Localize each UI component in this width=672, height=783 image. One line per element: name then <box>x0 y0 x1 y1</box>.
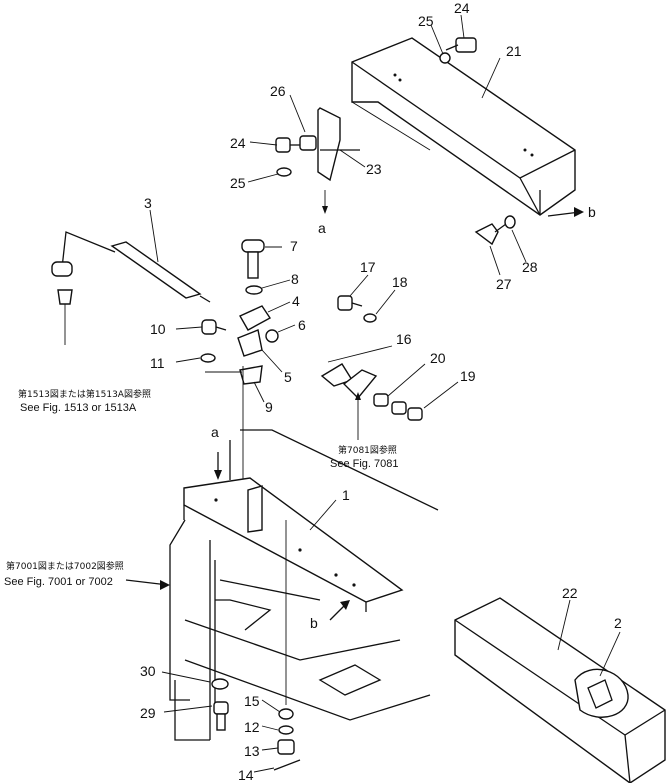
washer-25-left <box>276 167 292 177</box>
washer-12 <box>278 725 294 735</box>
washer-15 <box>278 708 294 720</box>
ref-fig7081-jp: 第7081図参照 <box>338 444 397 456</box>
bolt-24-top <box>445 37 477 53</box>
callout-6: 6 <box>298 317 306 333</box>
callout-22: 22 <box>562 585 578 601</box>
callout-9: 9 <box>265 399 273 415</box>
callout-1: 1 <box>342 487 350 503</box>
ref-markers: a a b b <box>211 204 596 631</box>
leader-lines <box>149 14 621 773</box>
bracket-23 <box>317 107 360 214</box>
clamp-5 <box>237 329 263 357</box>
callout-24-left: 24 <box>230 135 246 151</box>
washer-11 <box>200 353 216 363</box>
ref-fig1513-jp: 第1513図または第1513A図参照 <box>18 388 151 400</box>
nut-6 <box>265 329 279 343</box>
callout-24-top: 24 <box>454 0 470 16</box>
washer-18 <box>363 313 377 323</box>
callout-7: 7 <box>290 238 298 254</box>
callout-18: 18 <box>392 274 408 290</box>
callout-23: 23 <box>366 161 382 177</box>
callout-21: 21 <box>506 43 522 59</box>
callout-30: 30 <box>140 663 156 679</box>
cable-3 <box>51 231 211 345</box>
ref-fig7001-jp: 第7001図または7002図参照 <box>6 560 124 572</box>
washer-28 <box>504 215 516 229</box>
callout-12: 12 <box>244 719 260 735</box>
clamp-4 <box>239 305 272 331</box>
callout-29: 29 <box>140 705 156 721</box>
callout-5: 5 <box>284 369 292 385</box>
callout-13: 13 <box>244 743 260 759</box>
nut-13 <box>277 739 295 755</box>
callout-20: 20 <box>430 350 446 366</box>
reference-arrows <box>125 207 584 621</box>
pin-14 <box>273 759 301 771</box>
marker-a-mid: a <box>211 424 219 440</box>
figure-references: 第1513図または第1513A図参照 See Fig. 1513 or 1513… <box>4 388 399 588</box>
nut-19b <box>407 407 423 421</box>
washer-8 <box>245 285 263 295</box>
callout-15: 15 <box>244 693 260 709</box>
bracket-1 <box>183 477 404 612</box>
wing-bolt-27 <box>474 223 507 246</box>
cover-21 <box>351 37 576 216</box>
marker-b-top: b <box>588 204 596 220</box>
callout-10: 10 <box>150 321 166 337</box>
washer-30 <box>211 678 229 690</box>
marker-a-top: a <box>318 220 326 236</box>
callout-16: 16 <box>396 331 412 347</box>
nut-26 <box>299 135 317 151</box>
fitting-16b <box>342 369 378 400</box>
callout-14: 14 <box>238 767 254 783</box>
callout-11: 11 <box>150 355 165 371</box>
callout-4: 4 <box>292 293 300 309</box>
callout-26: 26 <box>270 83 286 99</box>
callout-25-top: 25 <box>418 13 434 29</box>
callout-28: 28 <box>522 259 538 275</box>
bolt-10 <box>201 319 227 335</box>
ref-fig7081-en: See Fig. 7081 <box>330 458 399 470</box>
bolt-7 <box>241 239 265 279</box>
washer-25-top <box>439 52 451 64</box>
callout-8: 8 <box>291 271 299 287</box>
nut-19a <box>391 401 407 415</box>
nut-20 <box>373 393 389 407</box>
callout-25-left: 25 <box>230 175 246 191</box>
bolt-17 <box>337 295 363 311</box>
marker-b-mid: b <box>310 615 318 631</box>
ref-fig7001-en: See Fig. 7001 or 7002 <box>4 576 113 588</box>
callout-19: 19 <box>460 368 476 384</box>
bolt-24-left <box>275 137 300 153</box>
callout-27: 27 <box>496 276 512 292</box>
callout-3: 3 <box>144 195 152 211</box>
callout-17: 17 <box>360 259 376 275</box>
ref-fig1513-en: See Fig. 1513 or 1513A <box>20 402 137 414</box>
bolt-29 <box>213 701 229 731</box>
callout-2: 2 <box>614 615 622 631</box>
frame <box>169 429 439 741</box>
callout-labels: 1 2 3 4 5 6 7 8 9 10 11 12 13 14 15 16 1… <box>140 0 622 783</box>
cover-22 <box>454 597 666 783</box>
